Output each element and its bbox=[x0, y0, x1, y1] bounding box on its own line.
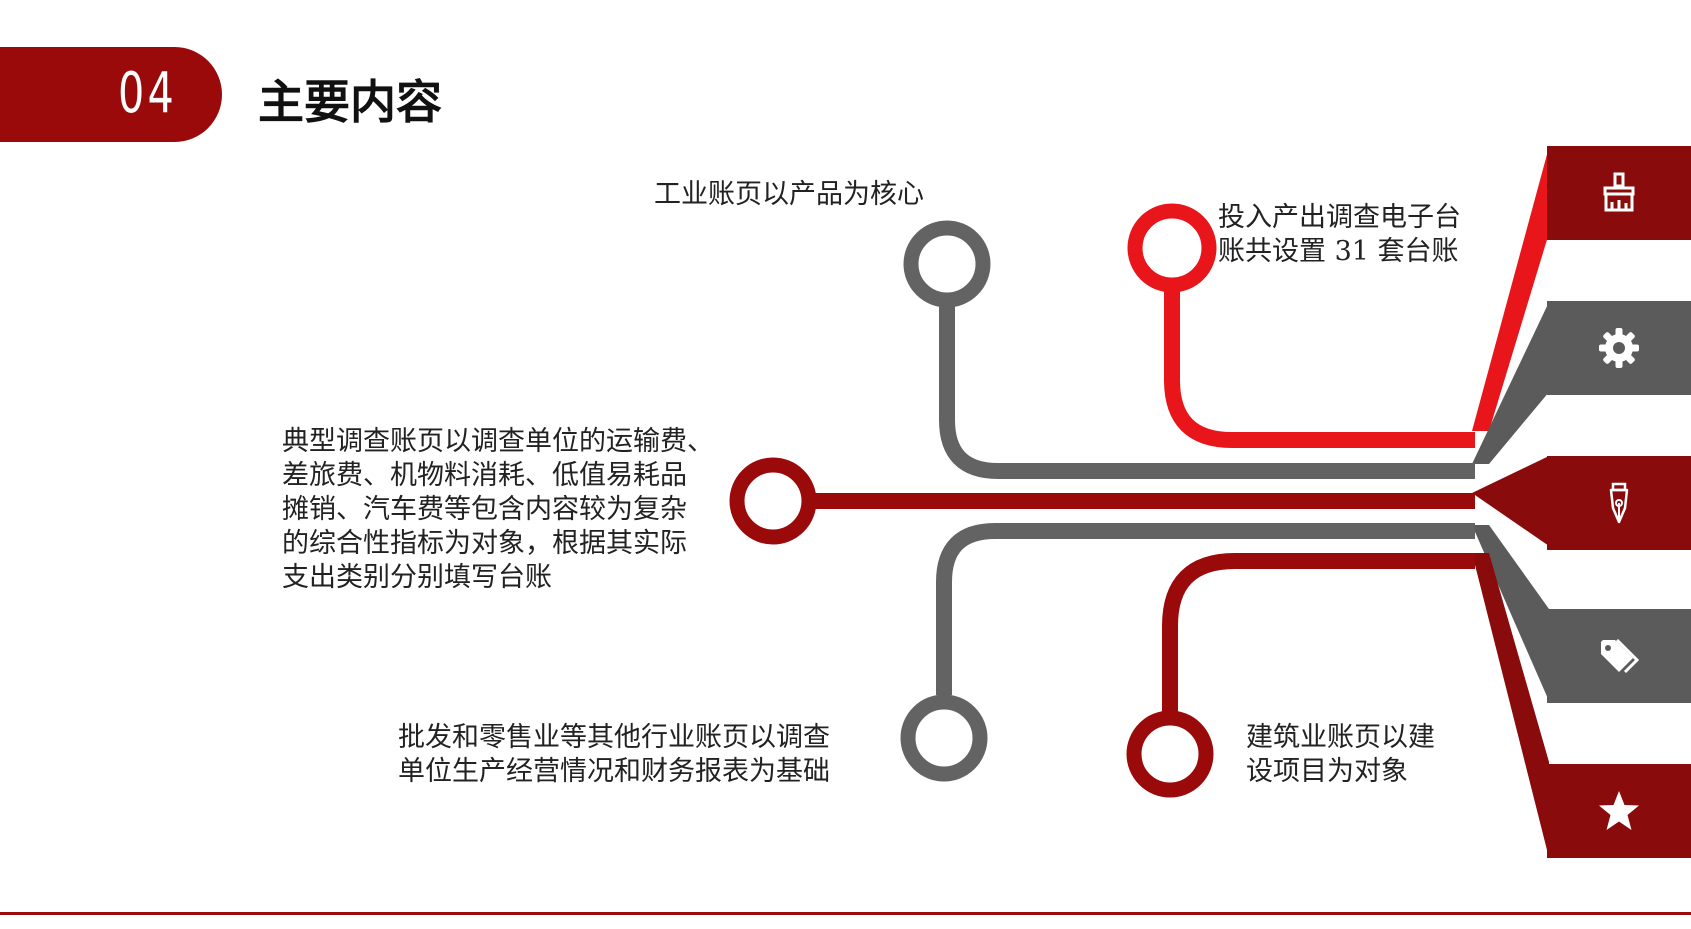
label-industrial: 工业账页以产品为核心 bbox=[654, 179, 924, 210]
gear-icon bbox=[1599, 328, 1639, 368]
label-typical: 典型调查账页以调查单位的运输费、 差旅费、机物料消耗、低值易耗品 摊销、汽车费等… bbox=[282, 426, 714, 593]
page-title: 主要内容 bbox=[258, 75, 442, 129]
label-survey-ledger: 投入产出调查电子台 账共设置 31 套台账 bbox=[1218, 202, 1461, 267]
node-typical bbox=[729, 457, 817, 545]
icon-box-pen bbox=[1547, 456, 1691, 550]
branch-line-industrial bbox=[939, 300, 1475, 479]
branch-line-construction bbox=[1162, 553, 1475, 715]
bottom-rule bbox=[0, 912, 1691, 915]
connector-fan-3 bbox=[1472, 456, 1549, 546]
branch-line-wholesale bbox=[936, 523, 1475, 695]
section-number: 04 bbox=[118, 61, 178, 126]
section-number-tab bbox=[0, 47, 222, 142]
connector-fan-2 bbox=[1472, 302, 1549, 464]
icon-box-tag bbox=[1547, 609, 1691, 703]
node-industrial bbox=[903, 220, 991, 308]
pen-nib-icon bbox=[1609, 482, 1629, 524]
branch-line-survey-ledger bbox=[1164, 290, 1475, 448]
label-wholesale: 批发和零售业等其他行业账页以调查 单位生产经营情况和财务报表为基础 bbox=[398, 722, 830, 787]
icon-box-brush bbox=[1547, 146, 1691, 240]
node-survey-ledger bbox=[1127, 203, 1217, 293]
star-icon bbox=[1599, 791, 1639, 830]
brush-icon bbox=[1603, 172, 1635, 212]
tag-icon bbox=[1601, 638, 1640, 674]
node-wholesale bbox=[900, 694, 988, 782]
label-construction: 建筑业账页以建 设项目为对象 bbox=[1246, 722, 1435, 787]
connector-fan-1 bbox=[1472, 147, 1549, 431]
connector-fan-5 bbox=[1472, 553, 1549, 858]
icon-box-gear bbox=[1547, 301, 1691, 395]
node-construction bbox=[1126, 710, 1214, 798]
icon-box-star bbox=[1547, 764, 1691, 858]
